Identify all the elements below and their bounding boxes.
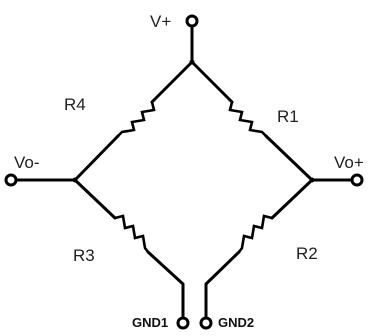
resistor-r4: [116, 100, 156, 138]
v-plus-label: V+: [150, 12, 171, 31]
wire-r2-to-gnd2: [204, 250, 241, 320]
right-node-dot: [309, 177, 315, 183]
wire-top-to-r1: [190, 60, 234, 104]
top-node-dot: [189, 59, 195, 65]
vo-plus-terminal: [350, 173, 364, 187]
resistor-r1: [228, 100, 268, 138]
r4-label: R4: [64, 95, 86, 114]
v-plus-terminal: [185, 14, 199, 28]
gnd2-label: GND2: [218, 315, 254, 330]
wire-r1-to-right: [264, 134, 314, 182]
vo-plus-label: Vo+: [334, 153, 364, 172]
gnd2-terminal: [199, 316, 213, 330]
wire-left-to-r3: [73, 178, 117, 220]
gnd1-terminal: [176, 316, 190, 330]
r1-label: R1: [277, 107, 299, 126]
r2-label: R2: [296, 244, 318, 263]
vo-minus-label: Vo-: [14, 153, 40, 172]
wire-top-to-r4: [150, 60, 194, 104]
wire-right-to-r2: [270, 178, 314, 220]
wire-r3-to-gnd1: [146, 250, 185, 320]
resistor-r3: [113, 214, 150, 254]
left-node-dot: [72, 177, 78, 183]
wire-r4-to-left: [73, 134, 120, 182]
resistor-r2: [237, 214, 274, 254]
r3-label: R3: [73, 246, 95, 265]
vo-minus-terminal: [4, 173, 18, 187]
gnd1-label: GND1: [132, 315, 168, 330]
